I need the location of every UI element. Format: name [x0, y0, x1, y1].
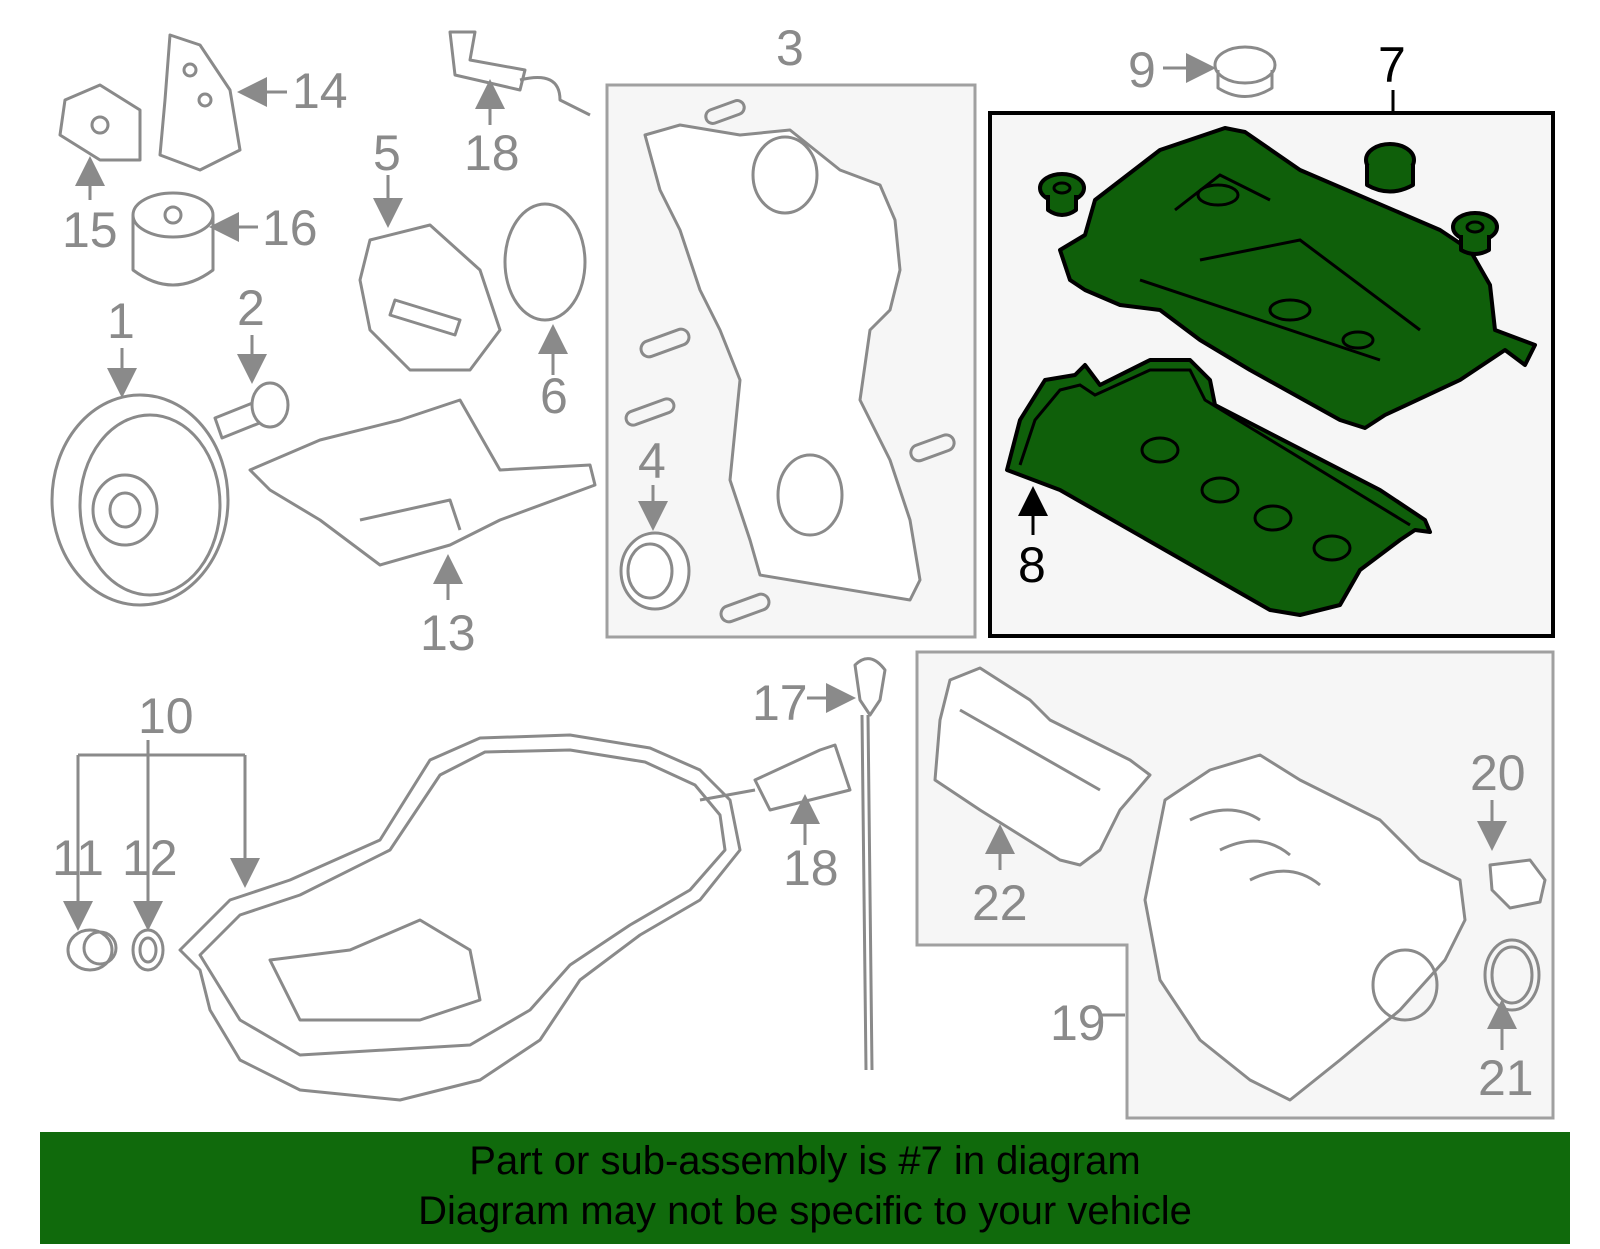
label-8: 8	[1018, 537, 1046, 593]
label-22: 22	[972, 875, 1028, 931]
label-7: 7	[1378, 37, 1406, 93]
part-17-oil-dipstick[interactable]	[853, 657, 887, 1071]
part-6-o-ring[interactable]	[503, 202, 587, 322]
label-15: 15	[62, 202, 118, 258]
part-4-oil-seal[interactable]	[619, 531, 691, 611]
label-12: 12	[122, 830, 178, 886]
label-19: 19	[1050, 995, 1106, 1051]
label-18-upper: 18	[464, 125, 520, 181]
label-2: 2	[237, 280, 265, 336]
label-13: 13	[420, 605, 476, 661]
label-3: 3	[776, 20, 804, 76]
label-16: 16	[262, 200, 318, 256]
banner-line-1: Part or sub-assembly is #7 in diagram	[469, 1139, 1141, 1183]
label-6: 6	[540, 368, 568, 424]
label-4: 4	[638, 433, 666, 489]
part-1-crankshaft-pulley[interactable]	[50, 393, 230, 607]
part-2-bolt[interactable]	[213, 381, 290, 440]
leader-lines	[63, 53, 1517, 1050]
banner-line-2: Diagram may not be specific to your vehi…	[418, 1189, 1192, 1233]
part-8-valve-cover-gasket[interactable]	[1005, 358, 1432, 617]
label-1: 1	[107, 293, 135, 349]
part-3-timing-chain-cover[interactable]	[624, 99, 956, 624]
label-20: 20	[1470, 745, 1526, 801]
part-5-water-pump[interactable]	[358, 223, 502, 372]
part-12-drain-plug-washer[interactable]	[131, 928, 165, 972]
label-18-lower: 18	[783, 840, 839, 896]
label-14: 14	[292, 63, 348, 119]
part-10-oil-pan[interactable]	[178, 733, 742, 1102]
part-22-heat-shield[interactable]	[933, 666, 1152, 867]
part-15-gasket[interactable]	[58, 83, 142, 162]
part-18-dipstick-tube-upper[interactable]	[448, 30, 591, 117]
part-13-baffle-plate[interactable]	[248, 398, 597, 567]
label-9: 9	[1128, 42, 1156, 98]
label-17: 17	[752, 675, 808, 731]
part-14-oil-filter-adapter[interactable]	[158, 33, 242, 172]
part-20-gasket[interactable]	[1488, 858, 1547, 910]
info-banner: Part or sub-assembly is #7 in diagram Di…	[40, 1132, 1570, 1244]
part-11-drain-plug[interactable]	[66, 928, 118, 972]
part-19-intake-manifold[interactable]	[1143, 753, 1467, 1102]
part-9-oil-filler-cap[interactable]	[1213, 45, 1277, 98]
label-21: 21	[1478, 1050, 1534, 1106]
label-11: 11	[52, 830, 104, 886]
part-16-oil-filter[interactable]	[131, 191, 215, 287]
label-5: 5	[373, 125, 401, 181]
part-18-dipstick-tube-lower[interactable]	[699, 743, 852, 812]
part-7-valve-cover-highlighted[interactable]	[1038, 126, 1537, 430]
label-10: 10	[138, 688, 194, 744]
